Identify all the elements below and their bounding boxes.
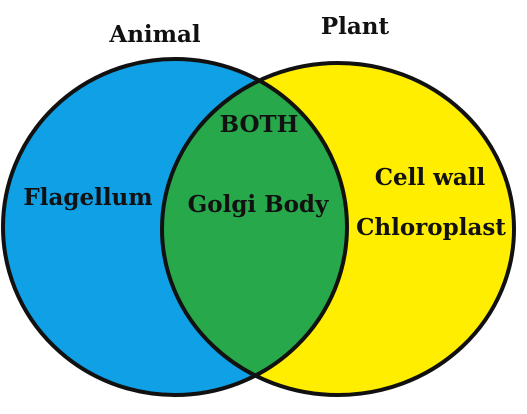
plant-item-cell-wall: Cell wall: [375, 164, 486, 191]
overlap-title: BOTH: [220, 111, 299, 138]
plant-circle-outline: [160, 61, 516, 397]
plant-item-chloroplast: Chloroplast: [356, 214, 506, 241]
animal-circle-outline: [1, 57, 349, 397]
animal-item-flagellum: Flagellum: [23, 184, 152, 211]
overlap-item-golgi-body: Golgi Body: [188, 191, 329, 218]
animal-title: Animal: [108, 21, 201, 48]
plant-title: Plant: [321, 13, 390, 40]
overlap-region: [162, 63, 347, 395]
